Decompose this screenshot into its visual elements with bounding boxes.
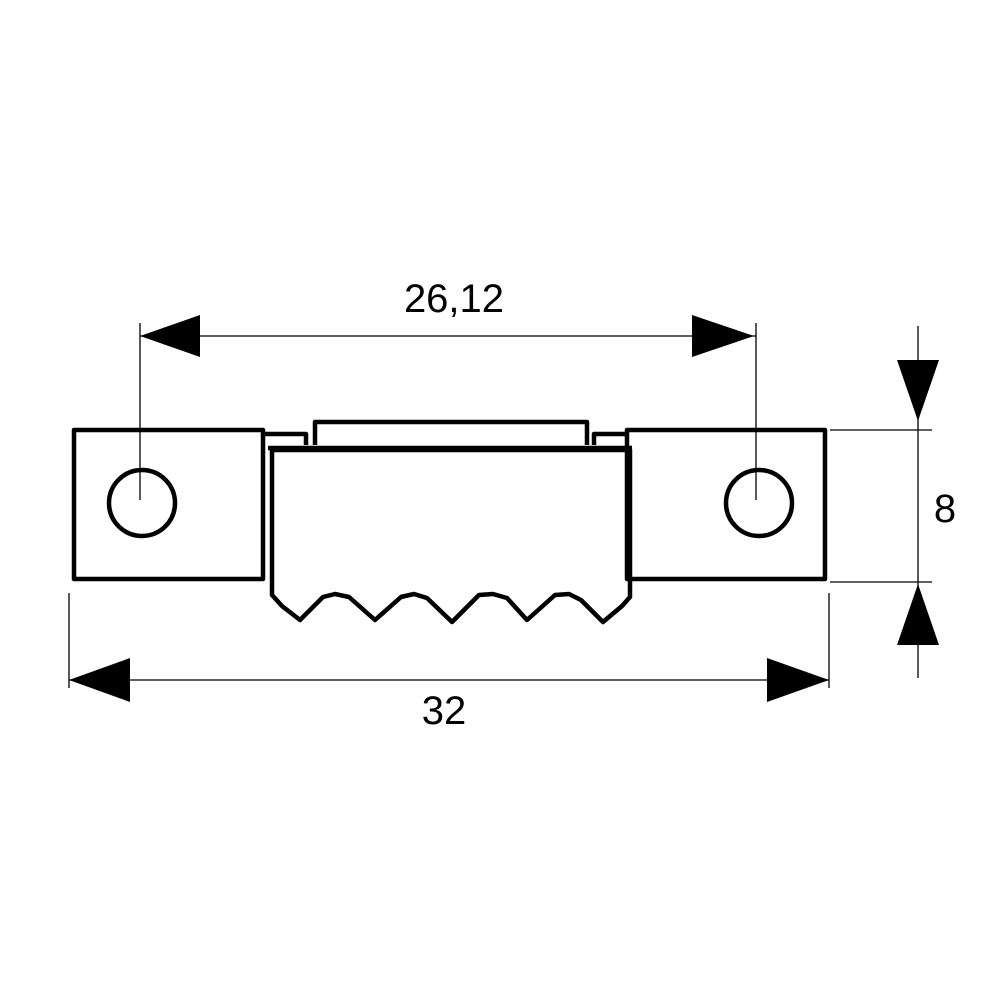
overall-length-label: 32	[422, 689, 467, 733]
arrowhead-left	[140, 315, 200, 357]
top-strip	[312, 419, 590, 445]
arrowhead-top	[897, 360, 939, 421]
arrowhead-bottom	[897, 584, 939, 645]
hole-spacing-dimension: 26,12	[139, 277, 757, 500]
left-mounting-tab	[71, 427, 266, 582]
right-mounting-tab	[624, 427, 828, 582]
hole-spacing-label: 26,12	[404, 277, 504, 321]
left-mounting-hole	[106, 467, 178, 539]
overall-length-dimension: 32	[68, 593, 830, 733]
right-mounting-hole	[723, 467, 795, 539]
right-connector	[591, 431, 627, 445]
sawtooth-hanger	[71, 419, 828, 625]
left-connector	[263, 431, 309, 445]
arrowhead-right	[692, 315, 754, 357]
serrated-body	[269, 447, 633, 625]
arrowhead-right	[767, 658, 829, 702]
height-label: 8	[934, 487, 956, 531]
height-dimension: 8	[830, 326, 956, 678]
arrowhead-left	[69, 658, 130, 702]
